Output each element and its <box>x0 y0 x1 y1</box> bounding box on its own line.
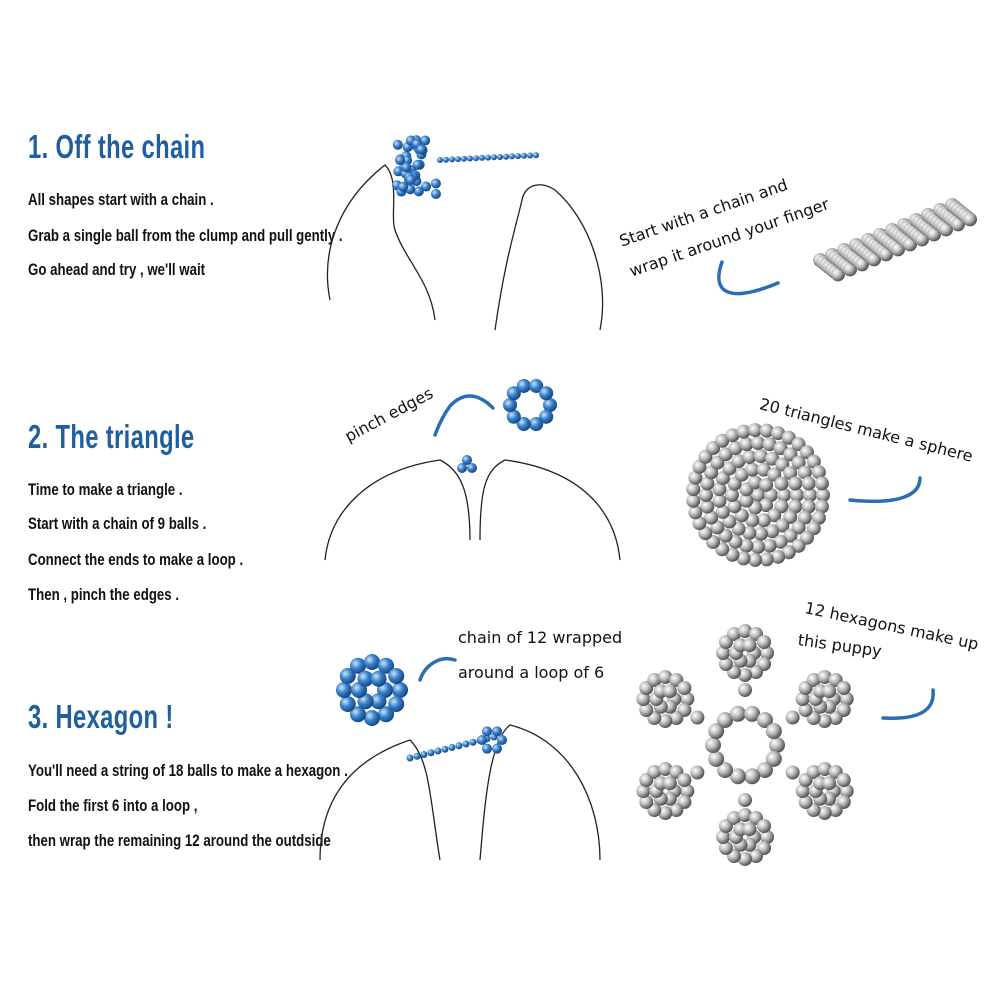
blue-ball <box>463 741 470 748</box>
blue-ball <box>443 157 449 163</box>
arrow-curve <box>883 690 933 718</box>
blue-ball <box>437 157 443 163</box>
blue-ball <box>529 417 543 431</box>
blue-ball <box>517 379 531 393</box>
blue-ball <box>470 739 477 746</box>
silver-ball <box>677 681 691 695</box>
blue-ball <box>364 710 380 726</box>
blue-ball <box>416 144 426 154</box>
blue-ball <box>449 744 456 751</box>
silver-ball <box>744 768 760 784</box>
blue-ball <box>398 182 408 192</box>
silver-ball <box>743 638 757 652</box>
blue-ball <box>457 463 467 473</box>
blue-ball <box>491 154 497 160</box>
silver-ball <box>815 476 829 490</box>
silver-ball <box>822 684 836 698</box>
silver-ball <box>690 766 704 780</box>
silver-ball <box>738 683 752 697</box>
hex-wrap-note-line: chain of 12 wrapped <box>458 628 622 647</box>
silver-ball <box>837 681 851 695</box>
blue-ball <box>393 140 403 150</box>
blue-ball <box>407 755 414 762</box>
blue-ball <box>533 152 539 158</box>
silver-ball <box>708 751 724 767</box>
silver-ball <box>788 477 802 491</box>
blue-ball <box>414 753 421 760</box>
silver-ball <box>766 723 782 739</box>
blue-ball <box>449 156 455 162</box>
blue-ball <box>539 386 553 400</box>
blue-ball <box>340 696 356 712</box>
blue-ball <box>413 160 423 170</box>
hand-outlines <box>320 165 620 860</box>
blue-ball <box>509 153 515 159</box>
blue-ball <box>421 751 428 758</box>
blue-ball <box>456 742 463 749</box>
blue-ball <box>492 744 502 754</box>
blue-ball <box>442 746 449 753</box>
blue-ball <box>521 153 527 159</box>
blue-ball <box>527 153 533 159</box>
blue-ball <box>428 749 435 756</box>
blue-ball <box>482 726 492 736</box>
arrow-curve <box>850 478 920 501</box>
blue-ball <box>515 153 521 159</box>
blue-ball <box>455 156 461 162</box>
silver-ball <box>802 476 816 490</box>
blue-ball <box>497 735 507 745</box>
silver-ball <box>743 822 757 836</box>
blue-ball <box>461 156 467 162</box>
hands-1 <box>327 165 602 330</box>
blue-ball <box>336 682 352 698</box>
silver-ball <box>738 793 752 807</box>
blue-ball <box>392 682 408 698</box>
silver-ball <box>705 737 721 753</box>
blue-ball <box>503 154 509 160</box>
blue-ball <box>467 156 473 162</box>
blue-ball <box>388 668 404 684</box>
blue-ball <box>467 463 477 473</box>
blue-ball <box>371 671 387 687</box>
silver-ball <box>757 635 771 649</box>
silver-ball <box>757 819 771 833</box>
silver-ball <box>963 212 977 226</box>
arrow-curve <box>435 396 493 435</box>
silver-ball <box>769 737 785 753</box>
hands-2 <box>325 460 620 560</box>
silver-ball <box>786 766 800 780</box>
blue-ball <box>395 155 405 165</box>
blue-ball <box>431 178 441 188</box>
blue-ball <box>477 735 487 745</box>
blue-ball <box>406 175 416 185</box>
silver-ball <box>690 711 704 725</box>
silver-ball <box>786 711 800 725</box>
blue-ball <box>435 748 442 755</box>
blue-ball <box>364 654 380 670</box>
arrow-curve <box>420 659 455 680</box>
blue-ball <box>473 155 479 161</box>
blue-ball <box>485 155 491 161</box>
arrow-curve <box>719 262 778 294</box>
silver-ball <box>730 706 746 722</box>
silver-ball <box>663 684 677 698</box>
silver-ball <box>663 776 677 790</box>
silver-ball <box>837 773 851 787</box>
blue-ball <box>479 155 485 161</box>
silver-ball <box>677 773 691 787</box>
blue-ball <box>492 726 502 736</box>
blue-ball <box>497 154 503 160</box>
blue-ball <box>431 189 441 199</box>
hex-wrap-note-line: around a loop of 6 <box>458 663 604 682</box>
silver-ball <box>822 776 836 790</box>
blue-ball <box>482 744 492 754</box>
blue-ball <box>414 186 424 196</box>
